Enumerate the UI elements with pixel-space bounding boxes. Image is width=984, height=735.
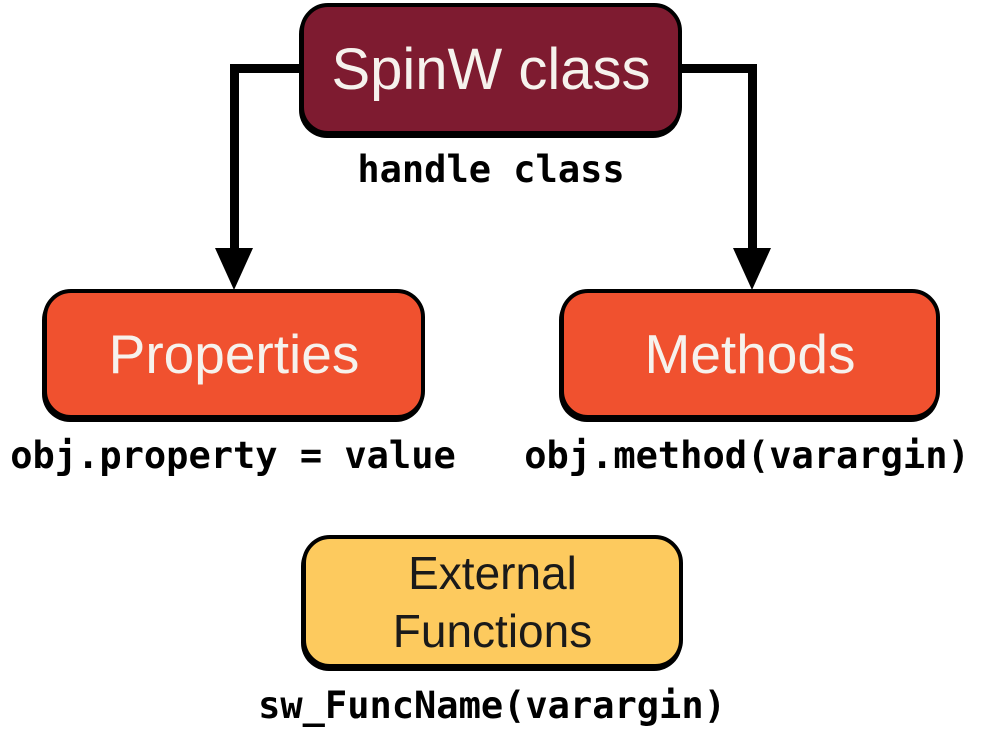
arrow-right-horizontal-segment xyxy=(676,64,757,73)
node-spinw-class-label: SpinW class xyxy=(331,36,651,102)
node-external-functions-label-line1: External xyxy=(408,546,577,599)
caption-obj-method: obj.method(varargin) xyxy=(524,434,970,477)
node-spinw-class: SpinW class xyxy=(300,3,682,135)
caption-handle-class: handle class xyxy=(357,148,625,191)
node-properties-label: Properties xyxy=(108,323,360,385)
arrow-right-arrowhead-icon xyxy=(733,248,771,290)
node-properties: Properties xyxy=(43,289,425,419)
node-external-functions: External Functions xyxy=(302,535,683,668)
arrow-left-arrowhead-icon xyxy=(215,248,253,290)
caption-obj-property: obj.property = value xyxy=(10,434,456,477)
node-methods-label: Methods xyxy=(644,323,856,385)
node-external-functions-label-line2: Functions xyxy=(392,604,593,657)
arrow-left-vertical-segment xyxy=(230,64,239,254)
arrow-left-horizontal-segment xyxy=(230,64,306,73)
caption-sw-funcname: sw_FuncName(varargin) xyxy=(258,684,726,727)
arrow-right-vertical-segment xyxy=(748,64,757,254)
node-methods: Methods xyxy=(560,289,940,419)
